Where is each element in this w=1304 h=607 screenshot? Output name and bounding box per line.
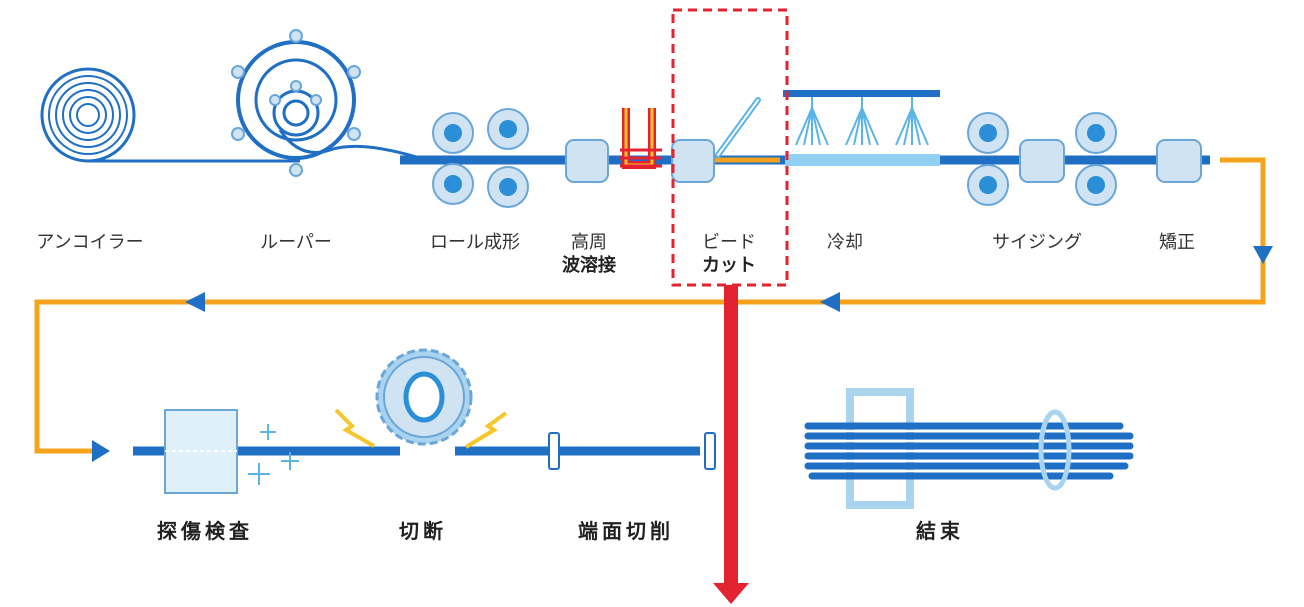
label-hf-welding-1: 高周 xyxy=(571,232,607,253)
label-looper: ルーパー xyxy=(260,232,332,253)
label-hf-welding-2: 波溶接 xyxy=(562,255,616,276)
label-uncoiler: アンコイラー xyxy=(36,232,144,253)
label-end-facing: 端面切削 xyxy=(578,519,674,543)
label-sizing: サイジング xyxy=(992,232,1082,253)
sizing-roll-icon xyxy=(967,112,1117,206)
label-roll-forming: ロール成形 xyxy=(430,232,520,253)
highlight-arrow-icon xyxy=(713,285,749,604)
straightener-icon xyxy=(1156,139,1202,183)
label-bundling: 結束 xyxy=(916,519,964,543)
label-bead-cut-1: ビード xyxy=(702,232,756,253)
label-bead-cut-2: カット xyxy=(702,255,756,276)
cooling-zone xyxy=(785,154,940,166)
flow-arrow-icon xyxy=(34,157,1273,462)
saw-blade-icon xyxy=(334,348,508,449)
forming-roll-icon xyxy=(432,108,529,208)
pipe-bundle-icon xyxy=(804,388,1134,509)
welder-coil-icon xyxy=(620,108,662,169)
bead-cutter-icon xyxy=(715,97,761,158)
looper-icon xyxy=(231,29,421,177)
coil-icon xyxy=(40,67,300,163)
inspection-box-icon xyxy=(164,409,299,494)
end-facer-icon xyxy=(548,432,716,470)
welding-rolls xyxy=(565,139,715,183)
label-straightening: 矯正 xyxy=(1159,232,1195,253)
label-cooling: 冷却 xyxy=(827,232,863,253)
water-spray-icon xyxy=(783,90,940,146)
label-cutting: 切断 xyxy=(399,519,447,543)
label-flaw-inspection: 探傷検査 xyxy=(157,519,253,543)
